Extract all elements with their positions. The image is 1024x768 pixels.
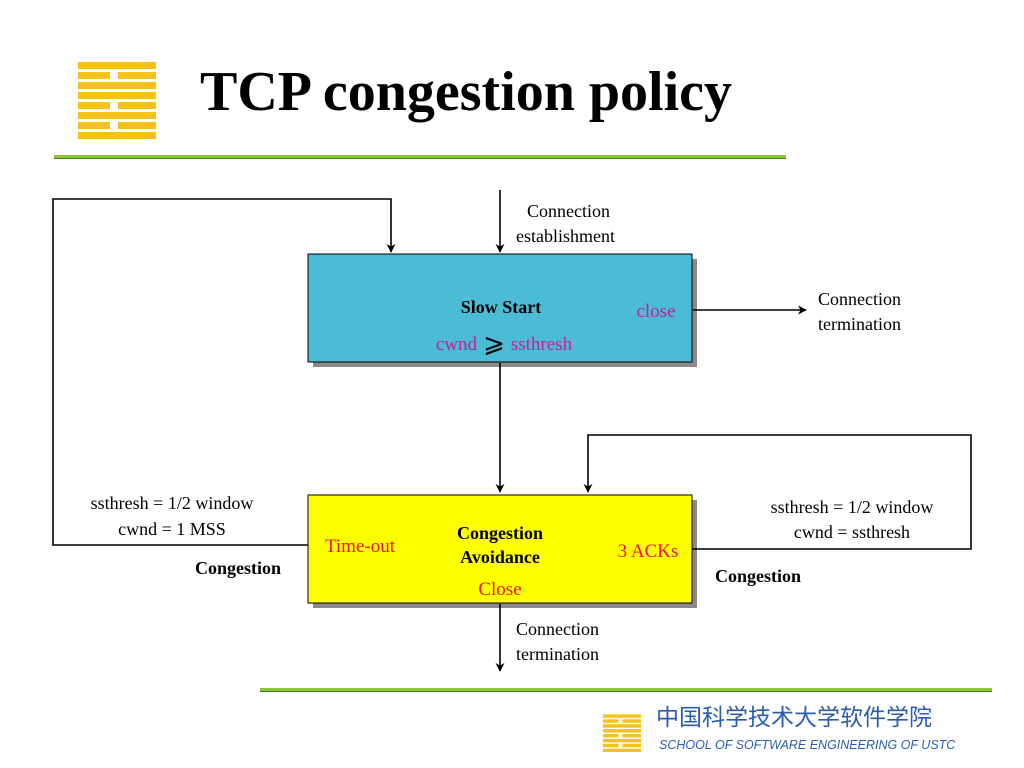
establishment-label-line1: Connection [527,201,610,221]
school-name-chinese: 中国科学技术大学软件学院 [656,705,932,731]
right-congestion-label: Congestion [715,566,801,586]
title-divider [54,155,786,159]
slow-start-title: Slow Start [461,297,542,317]
left-rule-ssthresh: ssthresh = 1/2 window [91,493,254,513]
slow-start-state [307,253,697,367]
slide-title: TCP congestion policy [200,61,733,123]
timeout-loop-arrow [52,198,396,546]
three-acks-loop-arrow [583,434,972,550]
right-rule-cwnd: cwnd = ssthresh [794,522,910,542]
condition-cwnd: cwnd [436,334,478,355]
condition-ssthresh: ssthresh [511,334,573,355]
ustc-footer-logo-icon [602,714,642,753]
slow-start-close-label: close [636,301,675,322]
termination-bottom-line1: Connection [516,619,599,639]
timeout-label: Time-out [325,536,396,557]
left-congestion-label: Congestion [195,558,281,578]
avoidance-title-line1: Congestion [457,523,543,543]
ustc-logo-icon [78,62,156,139]
termination-right-line1: Connection [818,289,901,309]
avoidance-title-line2: Avoidance [460,547,540,567]
condition-gte-symbol: ⩾ [483,329,505,359]
school-name-english: SCHOOL OF SOFTWARE ENGINEERING OF USTC [659,738,956,752]
right-rule-ssthresh: ssthresh = 1/2 window [771,497,934,517]
avoidance-close-label: Close [478,579,521,600]
termination-right-line2: termination [818,314,901,334]
footer-divider [260,688,992,692]
three-acks-label: 3 ACKs [618,541,679,562]
slow-start-condition: cwnd⩾ ssthresh [436,329,573,359]
termination-bottom-line2: termination [516,644,599,664]
congestion-avoidance-state [307,494,697,608]
left-rule-cwnd: cwnd = 1 MSS [118,519,226,539]
establishment-label-line2: establishment [516,226,615,246]
